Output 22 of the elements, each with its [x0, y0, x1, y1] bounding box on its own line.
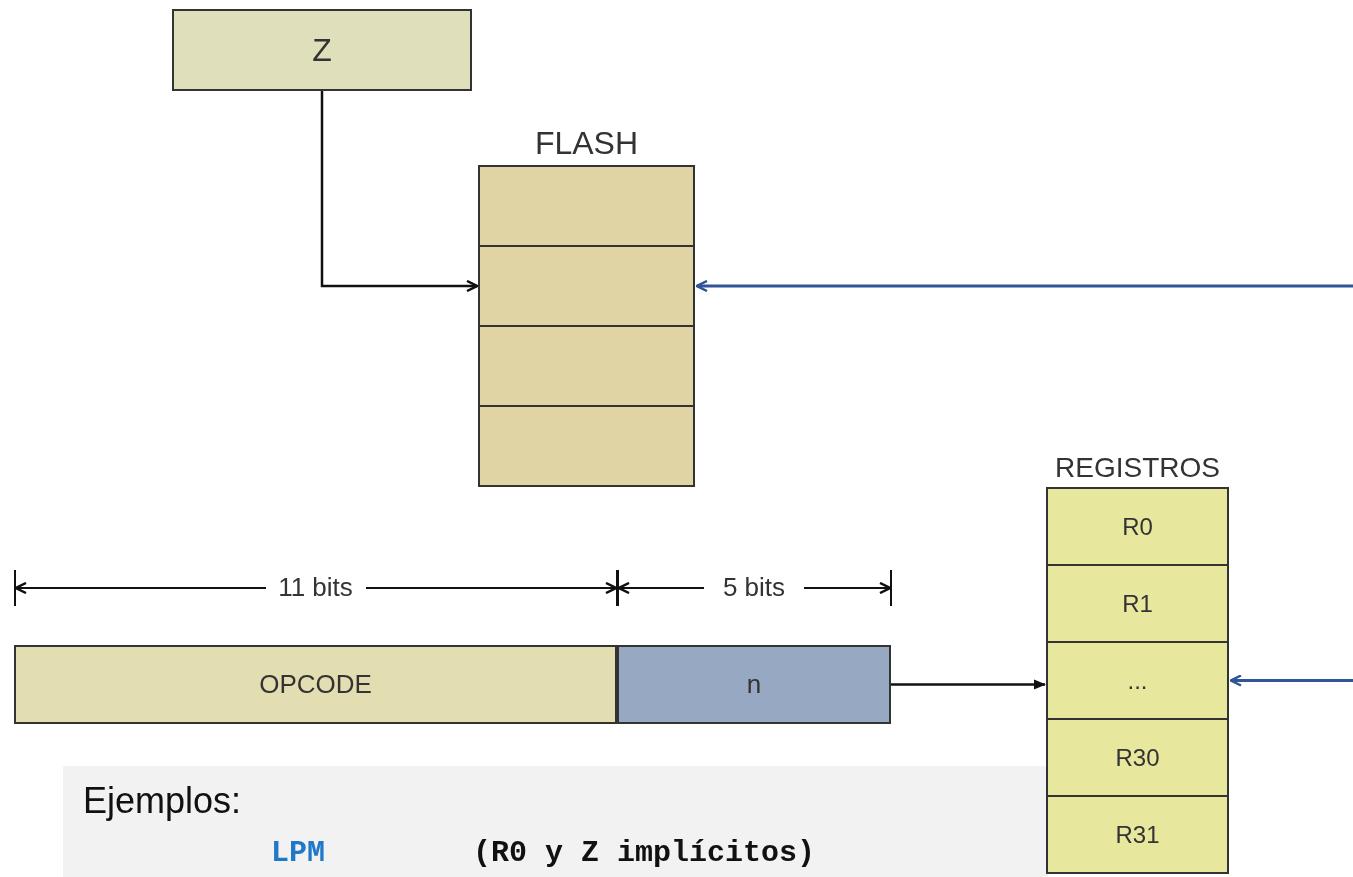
instruction-mnemonic: LPM [271, 836, 325, 870]
memory-cell [478, 245, 695, 327]
register-cell: R0 [1046, 487, 1229, 566]
register-cell: R30 [1046, 718, 1229, 797]
instruction-note: (R0 y Z implícitos) [473, 836, 816, 870]
arrow [320, 91, 479, 293]
register-box: Z [172, 9, 472, 91]
memory-title: FLASH [533, 125, 640, 162]
memory-cell [478, 405, 695, 487]
opcode-field: OPCODE [14, 645, 617, 724]
memory-title: REGISTROS [1054, 452, 1221, 484]
memory-cell [478, 165, 695, 247]
register-cell: R1 [1046, 564, 1229, 643]
arrow [891, 679, 1046, 690]
arrow [1229, 674, 1353, 687]
example-heading: Ejemplos: [83, 780, 242, 822]
arrow [695, 279, 1353, 293]
example-panel [63, 766, 1048, 877]
memory-cell [478, 325, 695, 407]
register-cell: R31 [1046, 795, 1229, 874]
operand-field: n [617, 645, 891, 724]
register-cell: ... [1046, 641, 1229, 720]
